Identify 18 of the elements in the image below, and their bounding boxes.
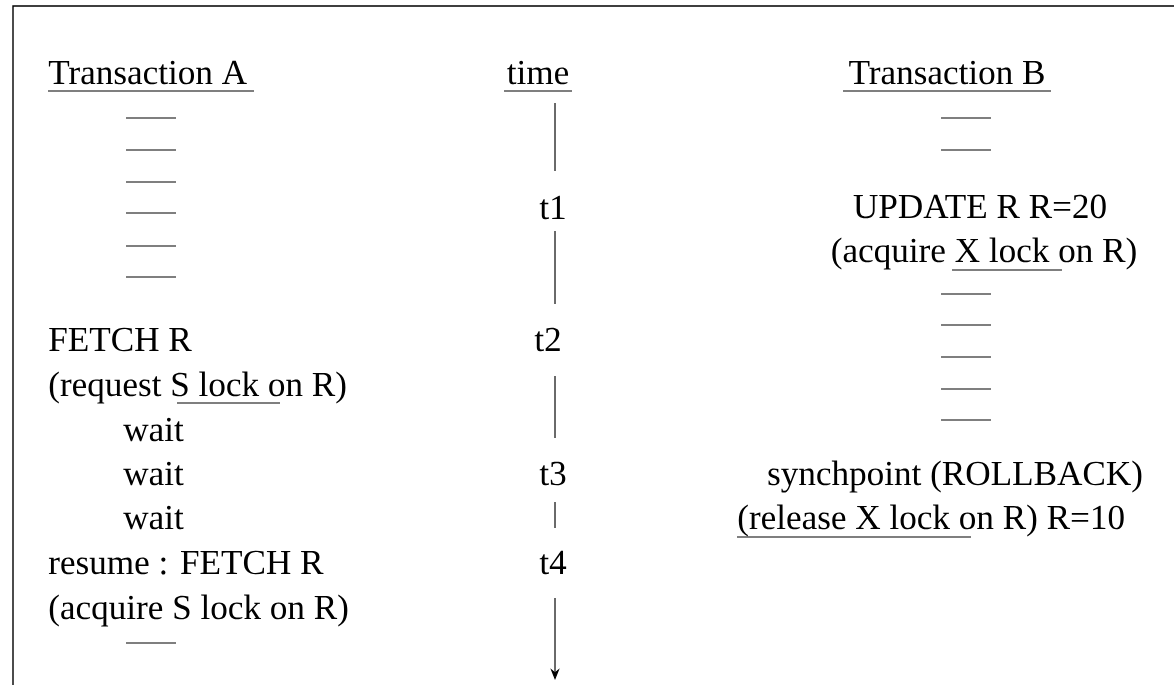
statement-text: UPDATE R R=20 xyxy=(853,194,1106,219)
time-mark: t4 xyxy=(539,550,567,575)
column-heading: Transaction A xyxy=(47,60,255,92)
column-heading: time xyxy=(503,60,573,92)
statement-text: resume : FETCH R xyxy=(48,550,324,575)
column-heading: Transaction B xyxy=(842,60,1052,92)
time-mark: t1 xyxy=(539,195,565,220)
statement-text: wait xyxy=(123,461,184,486)
statement-text: (acquire X lock on R) xyxy=(832,237,1136,271)
time-mark: t2 xyxy=(534,327,560,352)
statement-text: (acquire S lock on R) xyxy=(49,594,348,627)
time-mark: t3 xyxy=(539,461,566,486)
statement-text: synchpoint (ROLLBACK) xyxy=(768,460,1142,493)
statement-text: FETCH R xyxy=(49,327,192,352)
statement-text: (request S lock on R) xyxy=(49,371,346,404)
statement-text: (release X lock on R) R=10 xyxy=(736,504,1124,538)
statement-text: wait xyxy=(123,505,184,530)
statement-text: wait xyxy=(123,417,184,442)
